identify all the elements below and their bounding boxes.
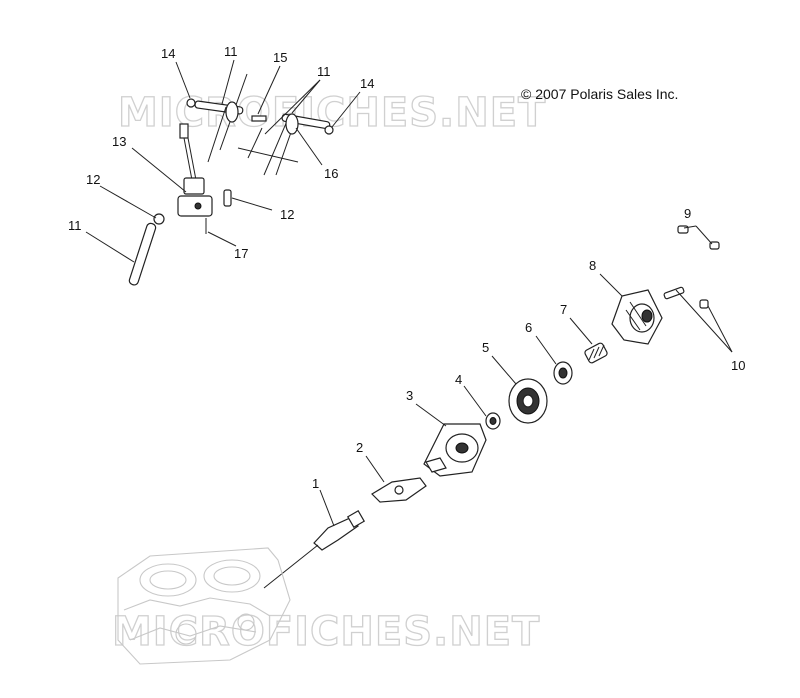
callout-1: 1 (312, 476, 319, 491)
fitting-12-left (153, 213, 165, 225)
hose-11-line-a (207, 106, 227, 163)
spring-7-icon (584, 342, 608, 364)
pump-base-nozzle (425, 457, 447, 473)
valve-wire (183, 137, 193, 181)
pump-assembly (263, 225, 720, 589)
cover-port-icon (641, 309, 653, 323)
callout-4: 4 (455, 372, 462, 387)
callout-2: 2 (356, 440, 363, 455)
callout-10: 10 (731, 358, 745, 373)
callout-11: 11 (317, 64, 331, 79)
vent-line (247, 127, 263, 159)
pump-fitting-1 (313, 517, 359, 551)
callout-11: 11 (224, 44, 238, 59)
seal-center-icon (489, 417, 497, 425)
gasket-hole-icon (394, 485, 404, 495)
callout-17: 17 (234, 246, 248, 261)
plate-center-icon (558, 367, 568, 379)
callout-8: 8 (589, 258, 596, 273)
callout-6: 6 (525, 320, 532, 335)
callout-14: 14 (161, 46, 175, 61)
valve-port-icon (194, 202, 202, 210)
vent-line (237, 147, 299, 163)
engine-block-ghost (117, 547, 291, 665)
cap-14-icon (186, 98, 196, 108)
clamp-icon (225, 101, 239, 123)
callout-9: 9 (684, 206, 691, 221)
tee-fitting-15 (251, 115, 267, 122)
callout-7: 7 (560, 302, 567, 317)
clamp-icon (285, 113, 299, 135)
copyright-text: © 2007 Polaris Sales Inc. (521, 86, 678, 102)
screw-10-icon (663, 286, 685, 300)
callout-14: 14 (360, 76, 374, 91)
callout-12: 12 (280, 207, 294, 222)
valve-stem (179, 123, 189, 139)
fitting-nut-icon (346, 509, 366, 529)
callout-15: 15 (273, 50, 287, 65)
callout-labels: 14 11 15 11 14 13 16 12 12 11 17 9 8 7 6… (68, 44, 745, 491)
vent-assembly (128, 73, 334, 286)
screw-10-icon (699, 299, 709, 309)
callout-3: 3 (406, 388, 413, 403)
pump-base-port-icon (455, 442, 469, 454)
callout-11: 11 (68, 218, 82, 233)
fitting-12-right (223, 189, 232, 207)
leader-1-to-engine (263, 544, 319, 589)
callout-5: 5 (482, 340, 489, 355)
callout-16: 16 (324, 166, 338, 181)
callout-13: 13 (112, 134, 126, 149)
valve-body-top (183, 177, 205, 195)
hose-11-lower (128, 222, 157, 286)
cap-14-icon (324, 125, 334, 135)
watermark-bottom: MICROFICHES.NET (112, 609, 540, 655)
leader-lines-pump (319, 225, 733, 527)
valve-wire (187, 137, 197, 181)
leader-lines-upper (85, 59, 361, 263)
screw-9-icon (677, 225, 689, 234)
diaphragm-hub (522, 394, 534, 408)
callout-12: 12 (86, 172, 100, 187)
